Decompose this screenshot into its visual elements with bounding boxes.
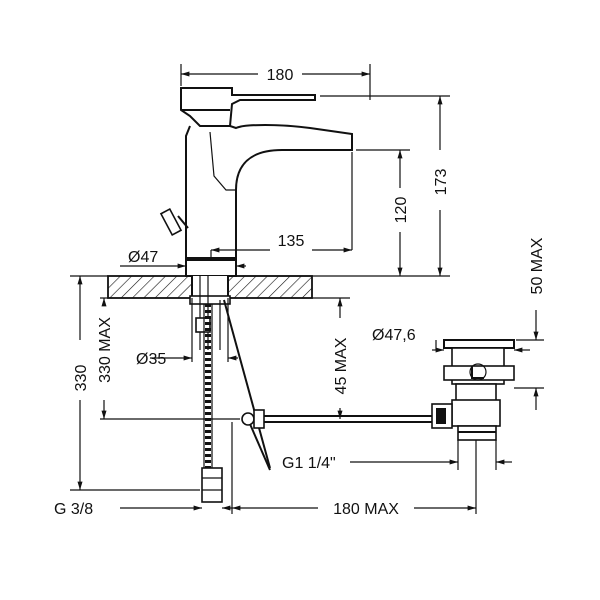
dim-waste-diameter: Ø47,6 — [372, 327, 416, 344]
dim-hose-thread: G 3/8 — [54, 501, 93, 518]
dim-deck-thickness: 45 MAX — [333, 337, 350, 394]
dim-hose-length: 330 — [73, 365, 90, 392]
dim-total-height: 173 — [433, 169, 450, 196]
dim-spout-reach: 135 — [278, 233, 305, 250]
dim-hole-diameter: Ø35 — [136, 351, 166, 368]
countertop-section — [107, 275, 313, 350]
faucet-body — [159, 87, 353, 277]
dim-waste-thread: G1 1/4" — [282, 455, 336, 472]
dim-waste-height: 50 MAX — [529, 237, 546, 294]
flexible-hose — [201, 304, 223, 503]
waste-flange — [443, 339, 515, 349]
hose-nut — [201, 467, 223, 503]
lever-handle — [180, 87, 316, 127]
dim-hose-length-max: 330 MAX — [97, 317, 114, 383]
faucet-column — [185, 124, 353, 261]
dim-spout-height: 120 — [393, 197, 410, 224]
dimension-lines — [70, 64, 544, 514]
lift-rod-knob — [159, 207, 183, 237]
popup-linkage — [223, 299, 442, 471]
dim-base-diameter: Ø47 — [128, 249, 158, 266]
dim-top-width: 180 — [267, 67, 294, 84]
dim-rod-length: 180 MAX — [333, 501, 399, 518]
waste-drain — [431, 339, 515, 441]
